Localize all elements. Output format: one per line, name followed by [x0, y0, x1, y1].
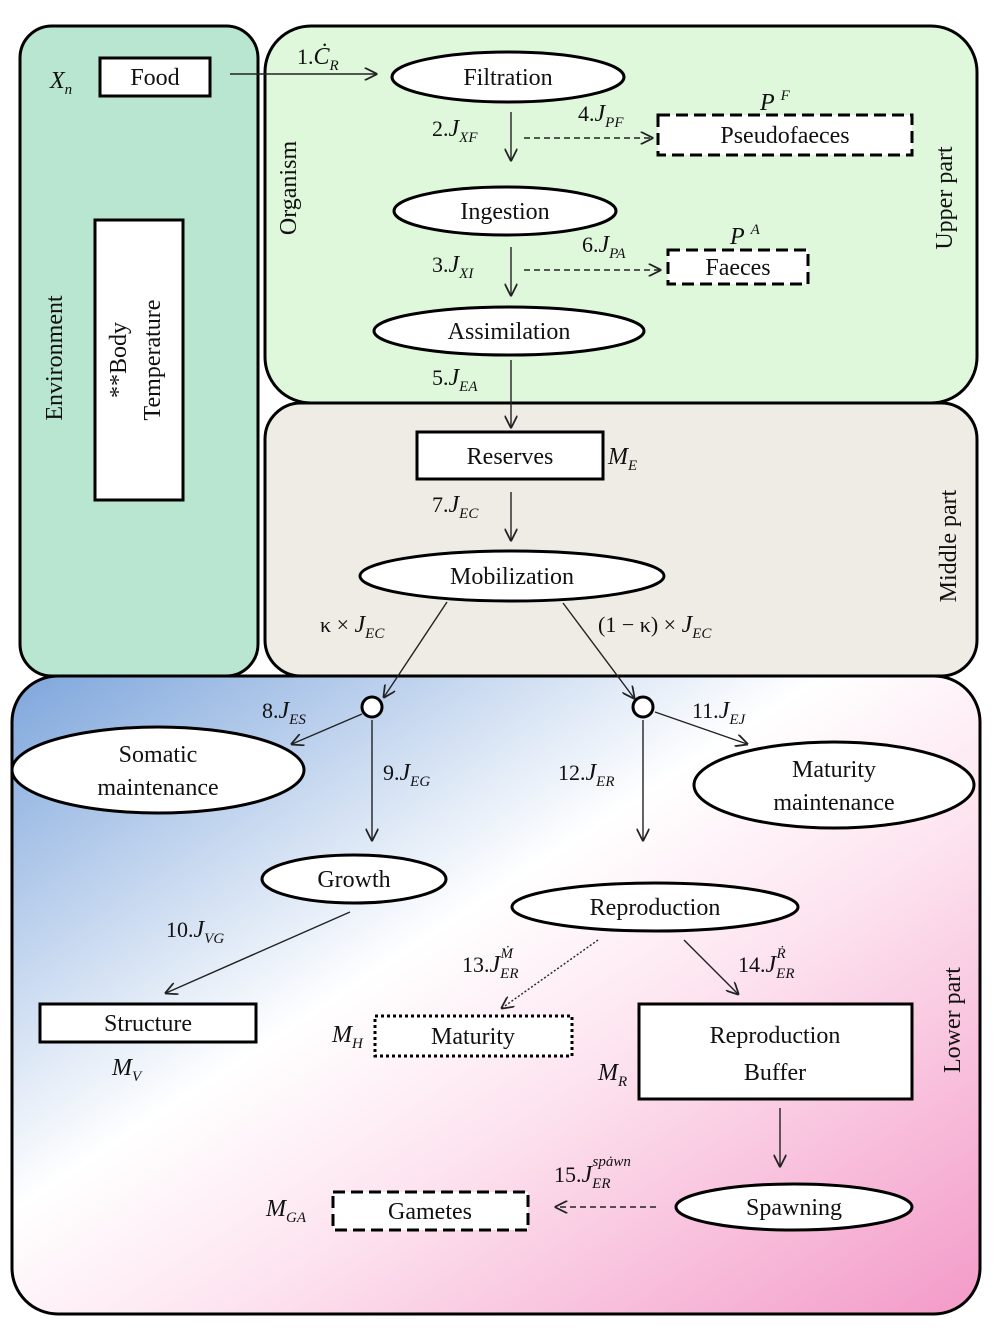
- body-temperature-line1: **Body: [106, 322, 132, 398]
- kappa-right-label: (1 − κ) × JEC: [598, 612, 712, 642]
- body-temperature-box: [93, 218, 185, 502]
- maturity-maintenance-line1: Maturity: [792, 757, 876, 783]
- pseudofaeces-box: [656, 113, 914, 157]
- reserves-label: Reserves: [467, 444, 554, 470]
- gametes-box: [331, 1190, 530, 1232]
- flow-12-label: 12.JER: [558, 760, 614, 790]
- pseudofaeces-label: Pseudofaeces: [720, 123, 849, 149]
- maturity-variable: MH: [331, 1022, 364, 1052]
- reproduction-buffer-box: [637, 1002, 914, 1101]
- organism-label: Organism: [276, 141, 302, 236]
- mobilization-label: Mobilization: [450, 564, 574, 590]
- flow-1-label: 1.ĊR: [297, 44, 339, 74]
- flow-6-label: 6.JPA: [582, 232, 626, 262]
- flow-14-arrow: [683, 939, 738, 994]
- food-box: [98, 56, 212, 98]
- flow-13-label: 13.JERṀ: [462, 946, 518, 982]
- flow-11-label: 11.JEJ: [692, 698, 747, 728]
- kappa-left-label: κ × JEC: [320, 612, 385, 642]
- maturity-label: Maturity: [431, 1024, 515, 1050]
- middle-part-label: Middle part: [936, 489, 962, 602]
- spawning-label: Spawning: [746, 1195, 842, 1221]
- flow-8-arrow: [292, 713, 363, 744]
- reserves-variable: ME: [607, 444, 637, 474]
- mobilization-node: [358, 549, 666, 603]
- growth-node: [260, 853, 448, 905]
- body-temperature-line2: Temperature: [140, 300, 166, 421]
- flow-10-label: 10.JVG: [166, 917, 224, 947]
- upper-part-label: Upper part: [932, 146, 958, 250]
- ingestion-node: [392, 185, 618, 237]
- flow-5-label: 5.JEA: [432, 365, 478, 395]
- somatic-branch-node: [360, 695, 384, 719]
- flow-11-arrow: [654, 711, 747, 744]
- somatic-maintenance-line1: Somatic: [119, 742, 198, 768]
- structure-box: [38, 1002, 258, 1044]
- lower-part-label: Lower part: [940, 967, 966, 1073]
- maturity-maintenance-node: [692, 740, 976, 830]
- flow-7-label: 7.JEC: [432, 492, 479, 522]
- flow-2-label: 2.JXF: [432, 116, 478, 146]
- reproduction-label: Reproduction: [590, 895, 721, 921]
- assimilation-node: [372, 305, 646, 357]
- structure-label: Structure: [104, 1011, 192, 1037]
- reproduction-buffer-line2: Buffer: [744, 1060, 806, 1086]
- spawning-node: [674, 1182, 914, 1232]
- somatic-maintenance-line2: maintenance: [97, 775, 218, 801]
- food-variable: Xn: [49, 68, 72, 98]
- growth-label: Growth: [317, 867, 390, 893]
- maturity-box: [373, 1014, 574, 1058]
- gametes-variable: MGA: [265, 1196, 307, 1226]
- gametes-label: Gametes: [388, 1199, 472, 1225]
- faeces-label: Faeces: [705, 255, 770, 281]
- environment-label: Environment: [42, 295, 68, 421]
- maturity-branch-node: [631, 695, 655, 719]
- flow-14-label: 14.JERṘ: [738, 946, 794, 982]
- kappa-left-arrow: [384, 601, 448, 697]
- flow-3-label: 3.JXI: [432, 252, 474, 282]
- flow-8-label: 8.JES: [262, 698, 306, 728]
- reserves-box: [415, 430, 605, 481]
- flow-4-label: 4.JPF: [578, 101, 624, 131]
- flow-9-label: 9.JEG: [383, 760, 430, 790]
- structure-variable: MV: [111, 1055, 143, 1085]
- flow-15-label: 15.JERspȧwn: [554, 1154, 631, 1192]
- filtration-node: [390, 50, 626, 104]
- kappa-right-arrow: [562, 602, 634, 698]
- reproduction-node: [510, 881, 800, 933]
- buffer-variable: MR: [597, 1060, 627, 1090]
- assimilation-label: Assimilation: [448, 319, 571, 345]
- food-label: Food: [130, 65, 179, 91]
- lower-part-panel: [10, 674, 982, 1316]
- ingestion-label: Ingestion: [460, 199, 549, 225]
- somatic-maintenance-node: [10, 725, 306, 815]
- flow-10-arrow: [166, 911, 351, 993]
- filtration-label: Filtration: [463, 65, 552, 91]
- reproduction-buffer-line1: Reproduction: [710, 1023, 841, 1049]
- maturity-maintenance-line2: maintenance: [773, 790, 894, 816]
- faeces-box: [666, 248, 810, 286]
